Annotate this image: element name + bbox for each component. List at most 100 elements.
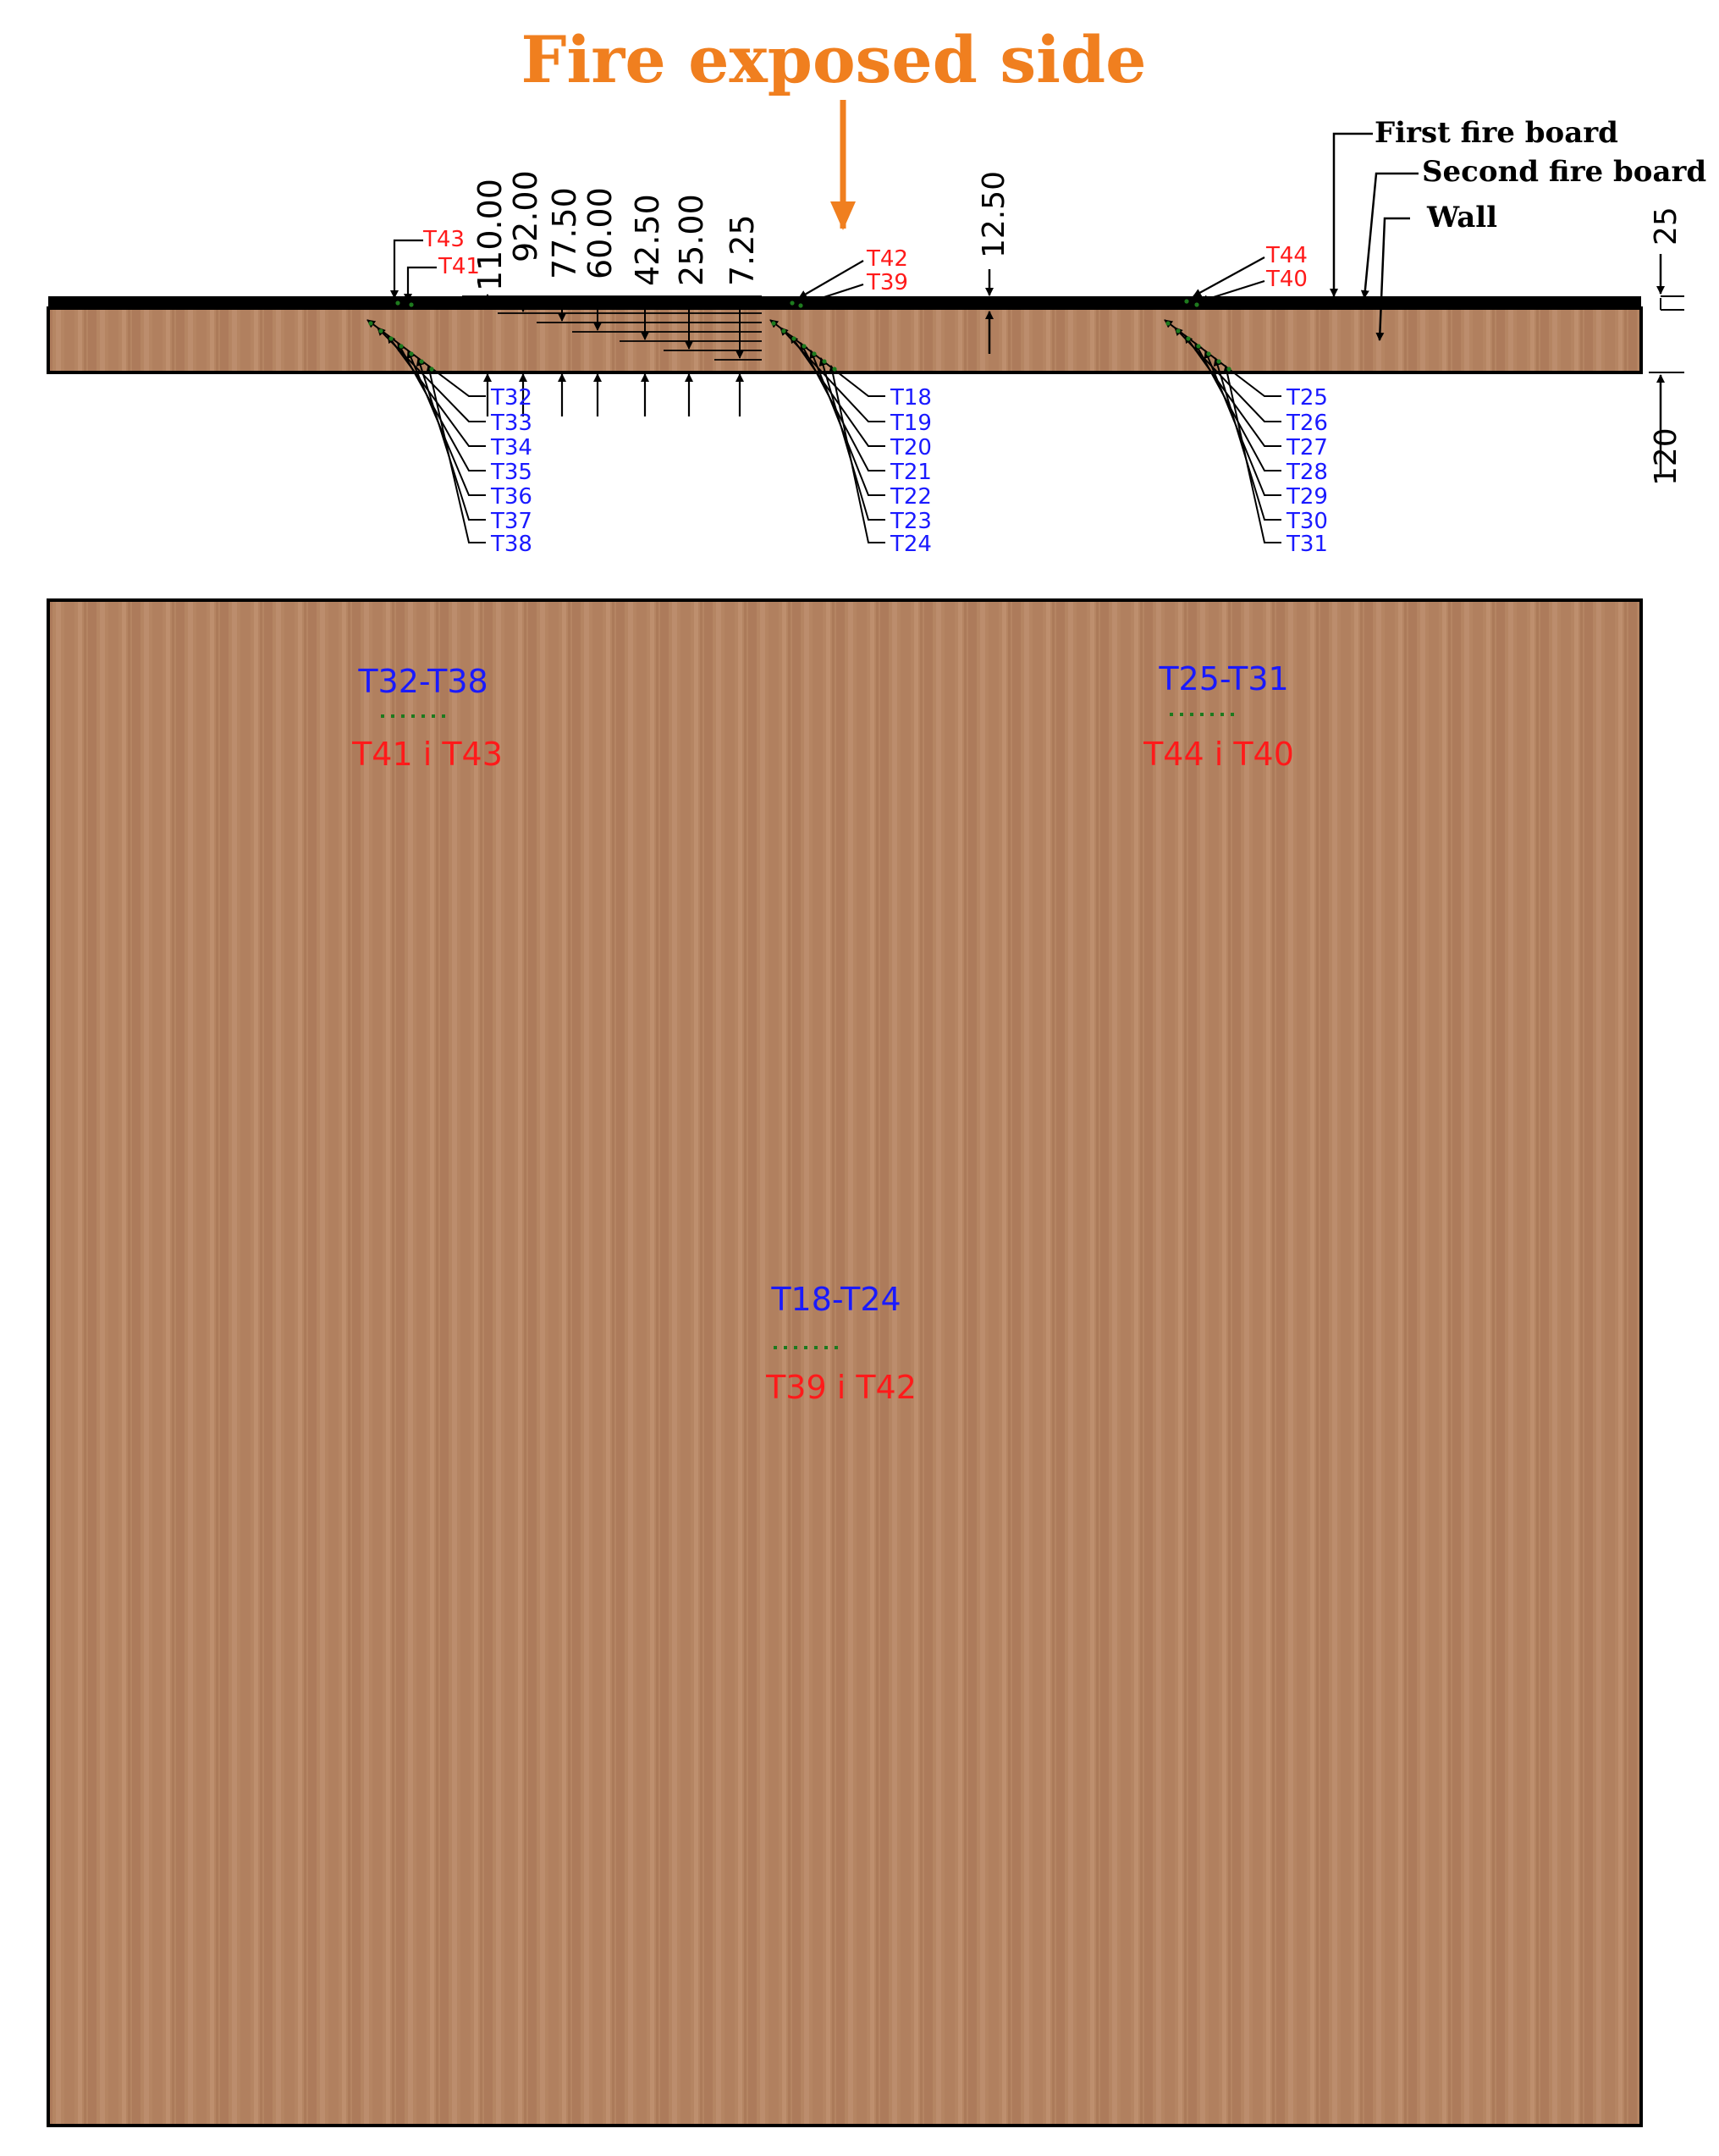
sensor-label-bottom: T27 — [1286, 435, 1328, 460]
depth-dim-label: 77.50 — [546, 187, 583, 279]
side-dimension-bottom-value: 120 — [1649, 427, 1683, 486]
second-fire-board-callout: Second fire board — [1360, 155, 1706, 299]
side-dimension-top: 25 — [1649, 207, 1684, 311]
sensor-leader-line — [800, 342, 885, 471]
sensor-label-top: T44 — [1265, 243, 1308, 268]
sensor-point — [1206, 351, 1211, 356]
plan-view-wall — [47, 598, 1643, 2127]
sensor-point — [1176, 328, 1181, 334]
sensor-label-bottom: T34 — [490, 435, 532, 460]
sensor-label-bottom: T24 — [890, 532, 932, 557]
depth-dim-label: 92.00 — [507, 170, 544, 262]
sensor-point — [781, 328, 786, 334]
sensor-label-bottom: T20 — [890, 435, 932, 460]
side-dimension-bottom: 120 — [1649, 372, 1684, 486]
depth-dim-label: 25.00 — [673, 194, 710, 286]
sensor-label-top: T43 — [422, 227, 465, 252]
sensor-label-bottom: T22 — [890, 484, 932, 510]
depth-dim-label: 60.00 — [581, 187, 619, 279]
sensor-point — [798, 303, 803, 308]
sensor-label-bottom: T33 — [490, 411, 532, 436]
plan-group-blue-label: T25-T31 — [1158, 660, 1288, 698]
sensor-point — [429, 367, 434, 372]
sensor-label-bottom: T31 — [1286, 532, 1328, 557]
sensor-point — [409, 351, 414, 356]
fire-exposed-side-title: Fire exposed side — [521, 22, 1146, 97]
sensor-label-bottom: T35 — [490, 460, 532, 485]
sensor-point — [1194, 302, 1199, 307]
sensor-point — [812, 351, 817, 356]
sensor-point — [1226, 367, 1231, 372]
sensor-point — [1196, 344, 1201, 349]
sensor-label-top: T41 — [438, 254, 480, 279]
wall-callout: Wall — [1375, 201, 1497, 341]
sensor-point — [771, 321, 776, 326]
sensor-label-top: T42 — [866, 246, 908, 272]
sensor-leader-line — [818, 357, 885, 521]
depth-dimensions: 110.00 92.00 77.50 60.00 42.50 25.00 7.2… — [471, 170, 761, 291]
sensor-leader-line — [397, 342, 486, 471]
depth-dim-label: 42.50 — [629, 194, 666, 286]
sensor-label-bottom: T37 — [490, 509, 532, 534]
depth-dim-label: 7.25 — [724, 214, 761, 286]
sensor-point — [822, 359, 827, 364]
sensor-label-bottom: T36 — [490, 484, 532, 510]
sensor-label-bottom: T26 — [1286, 411, 1328, 436]
second-fire-board — [48, 303, 1641, 310]
sensor-label-bottom: T32 — [490, 385, 532, 411]
sensor-leader-line — [426, 365, 486, 543]
sensor-point — [419, 359, 424, 364]
sensor-point — [1184, 299, 1189, 304]
sensor-label-bottom: T25 — [1286, 385, 1328, 411]
sensor-point — [395, 301, 400, 306]
sensor-leader-line — [416, 357, 486, 521]
depth-dimension-leaders — [462, 294, 762, 416]
plan-group-blue-label: T18-T24 — [770, 1281, 901, 1318]
sensor-label-bottom: T18 — [890, 385, 932, 411]
board-thickness-dimension: 12.50 — [977, 171, 1011, 354]
first-fire-board-callout: First fire board — [1330, 116, 1618, 297]
plan-group-red-label: T44 i T40 — [1143, 736, 1294, 773]
plan-group-right: T25-T31 T44 i T40 — [1143, 660, 1294, 773]
bottom-sensor-callouts: T32 T33 T34 T35 T36 T37 T38 T18 T19 T20 … — [366, 299, 1328, 557]
sensor-point — [388, 336, 394, 341]
sensor-point — [791, 336, 796, 341]
sensor-point — [802, 344, 807, 349]
sensor-label-bottom: T19 — [890, 411, 932, 436]
sensor-point — [368, 321, 373, 326]
sensor-label-top: T40 — [1265, 267, 1308, 292]
plan-group-red-label: T41 i T43 — [351, 736, 503, 773]
depth-dim-label: 110.00 — [471, 179, 509, 291]
sensor-point — [1186, 336, 1191, 341]
plan-group-center: T18-T24 T39 i T42 — [765, 1281, 917, 1406]
sensor-leader-line — [1213, 357, 1281, 521]
plan-group-left: T32-T38 T41 i T43 — [351, 663, 503, 773]
sensor-label-bottom: T29 — [1286, 484, 1328, 510]
first-fire-board-label: First fire board — [1375, 116, 1618, 150]
sensor-label-top: T39 — [866, 270, 908, 295]
sensor-leader-line — [1223, 365, 1281, 543]
sensor-point — [378, 328, 383, 334]
sensor-leader-line — [809, 350, 885, 496]
sensor-label-bottom: T30 — [1286, 509, 1328, 534]
sensor-label-bottom: T21 — [890, 460, 932, 485]
plan-group-blue-label: T32-T38 — [357, 663, 488, 700]
sensor-label-bottom: T23 — [890, 509, 932, 534]
side-dimension-top-value: 25 — [1649, 207, 1683, 245]
sensor-point — [409, 302, 414, 307]
sensor-leader-line — [1204, 350, 1281, 496]
sensor-point — [1216, 359, 1221, 364]
sensor-point — [1165, 321, 1171, 326]
wall-section — [47, 306, 1643, 374]
sensor-point — [399, 344, 404, 349]
wall-label: Wall — [1426, 201, 1497, 234]
sensor-leader-line — [1194, 342, 1281, 471]
first-fire-board — [48, 296, 1641, 303]
top-sensor-callouts: T43 T41 T42 T39 T44 T40 — [390, 227, 1308, 305]
sensor-point — [832, 367, 837, 372]
sensor-label-bottom: T28 — [1286, 460, 1328, 485]
sensor-label-bottom: T38 — [490, 532, 532, 557]
sensor-point — [790, 301, 795, 306]
